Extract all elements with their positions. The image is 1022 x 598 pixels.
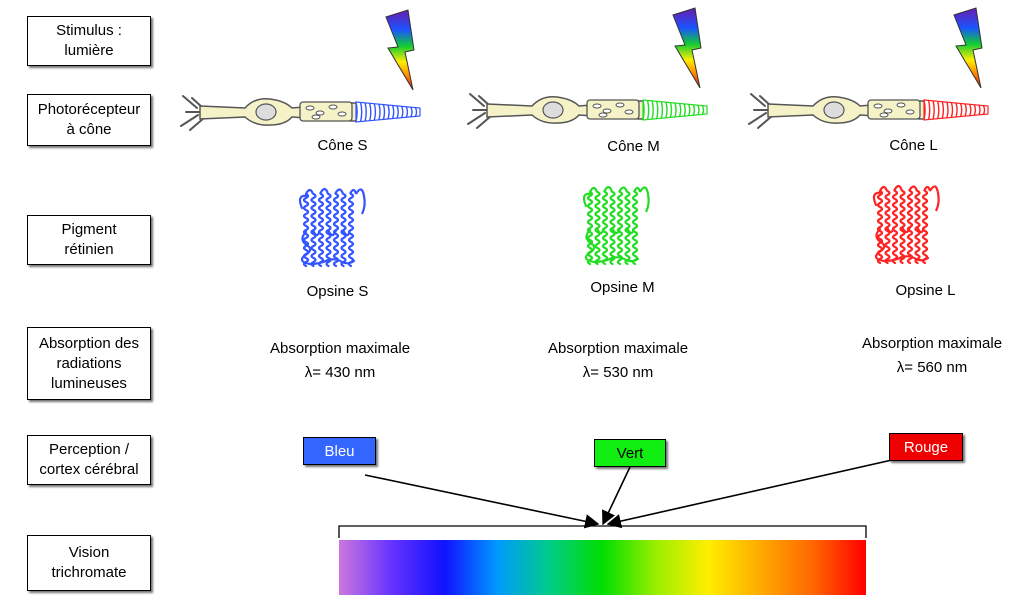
light-bolt-icon-m — [672, 7, 702, 89]
cone-name-l: Cône L — [889, 137, 938, 154]
cone-cell-s — [180, 95, 421, 131]
arrow-vert — [602, 466, 631, 526]
cone-cell-m — [467, 93, 708, 129]
cone-name-m: Cône M — [607, 138, 660, 155]
opsin-protein-icon-s — [298, 187, 366, 268]
cone-cell-l — [748, 93, 989, 129]
opsin-name-l: Opsine L — [895, 282, 956, 299]
absorption-value-m: λ= 530 nm — [582, 364, 654, 381]
row-label-perception: Perception / cortex cérébral — [27, 435, 151, 485]
row-label-photorecepteur: Photorécepteur à cône — [27, 94, 151, 146]
absorption-value-l: λ= 560 nm — [896, 359, 968, 376]
row-label-vision: Vision trichromate — [27, 535, 151, 591]
opsin-protein-icon-m — [582, 185, 650, 266]
light-bolt-icon-l — [953, 7, 983, 89]
cone-name-s: Cône S — [317, 137, 368, 154]
row-label-pigment: Pigment rétinien — [27, 215, 151, 265]
perception-tag-vert: Vert — [594, 439, 666, 467]
arrow-bleu — [364, 474, 600, 529]
visible-spectrum — [339, 540, 866, 595]
spectrum-bracket — [338, 525, 867, 538]
row-label-stimulus: Stimulus : lumière — [27, 16, 151, 66]
opsin-protein-icon-l — [872, 184, 940, 265]
light-bolt-icon-s — [385, 9, 415, 91]
perception-tag-bleu: Bleu — [303, 437, 376, 465]
absorption-title-m: Absorption maximale — [547, 340, 689, 357]
absorption-value-s: λ= 430 nm — [304, 364, 376, 381]
absorption-title-s: Absorption maximale — [269, 340, 411, 357]
row-label-absorption: Absorption des radiations lumineuses — [27, 327, 151, 400]
opsin-name-s: Opsine S — [306, 283, 369, 300]
absorption-title-l: Absorption maximale — [861, 335, 1003, 352]
opsin-name-m: Opsine M — [590, 279, 655, 296]
perception-tag-rouge: Rouge — [889, 433, 963, 461]
arrow-rouge — [606, 459, 893, 529]
